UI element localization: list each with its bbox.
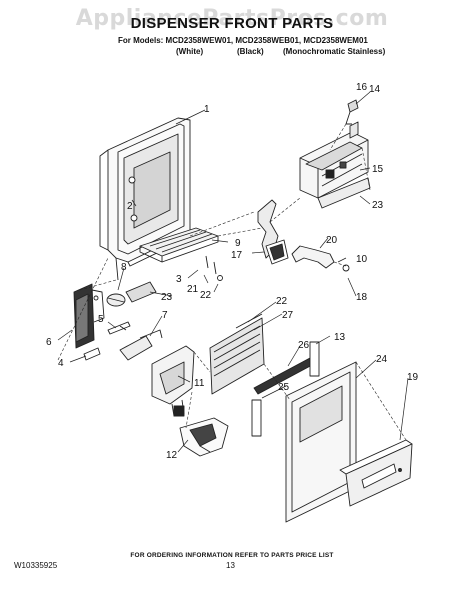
callout-10: 10 — [356, 254, 368, 265]
color-black-label: (Black) — [237, 47, 264, 56]
callout-24: 24 — [376, 354, 388, 365]
watermark: AppliancePartsPros.com — [75, 6, 389, 31]
part-housing — [99, 117, 193, 281]
callout-16: 16 — [356, 82, 368, 93]
callout-12: 12 — [166, 450, 178, 461]
part-control-board — [209, 313, 265, 395]
part-switch-housing — [73, 283, 105, 349]
callout-5: 5 — [98, 314, 104, 325]
part-front-panel — [285, 361, 357, 523]
page-title: DISPENSER FRONT PARTS — [130, 15, 334, 32]
callout-26: 26 — [298, 340, 310, 351]
part-small-hardware — [83, 321, 163, 361]
callout-1: 1 — [204, 104, 210, 115]
callout-13: 13 — [334, 332, 346, 343]
color-stainless-label: (Monochromatic Stainless) — [283, 47, 386, 56]
callout-2: 2 — [127, 201, 133, 212]
color-white-label: (White) — [176, 47, 204, 56]
part-lever-bracket — [257, 199, 289, 265]
part-face-plate — [339, 439, 413, 507]
callout-4: 4 — [58, 358, 64, 369]
document-number: W10335925 — [14, 561, 58, 570]
callout-23a: 23 — [161, 292, 173, 303]
leader-lines — [57, 91, 409, 453]
part-funnel — [179, 417, 229, 457]
callout-11: 11 — [194, 378, 205, 389]
part-actuator — [106, 281, 157, 307]
part-chute-arm — [291, 245, 350, 272]
part-ice-chute — [151, 345, 195, 417]
callout-6: 6 — [46, 337, 52, 348]
callout-7: 7 — [162, 310, 168, 321]
screws — [119, 255, 223, 331]
callout-21: 21 — [187, 284, 199, 295]
callout-23b: 23 — [372, 200, 384, 211]
callout-9: 9 — [235, 238, 241, 249]
part-ice-door-assembly — [299, 99, 371, 209]
callout-17: 17 — [231, 250, 243, 261]
callout-14: 14 — [369, 84, 381, 95]
callout-25: 25 — [278, 382, 290, 393]
callouts: 1 2 9 8 3 21 22 23 17 20 10 18 16 14 15 … — [46, 82, 419, 461]
alignment-lines — [57, 123, 407, 441]
callout-22b: 22 — [276, 296, 288, 307]
callout-19: 19 — [407, 372, 419, 383]
callout-8: 8 — [121, 262, 127, 273]
callout-22a: 22 — [200, 290, 212, 301]
callout-27: 27 — [282, 310, 294, 321]
models-line: For Models: MCD2358WEW01, MCD2358WEB01, … — [118, 36, 368, 45]
part-bars — [251, 341, 320, 437]
callout-3: 3 — [176, 274, 182, 285]
callout-15: 15 — [372, 164, 384, 175]
callout-18: 18 — [356, 292, 368, 303]
page-number: 13 — [226, 561, 235, 570]
ordering-note: FOR ORDERING INFORMATION REFER TO PARTS … — [130, 552, 334, 559]
callout-20: 20 — [326, 235, 338, 246]
